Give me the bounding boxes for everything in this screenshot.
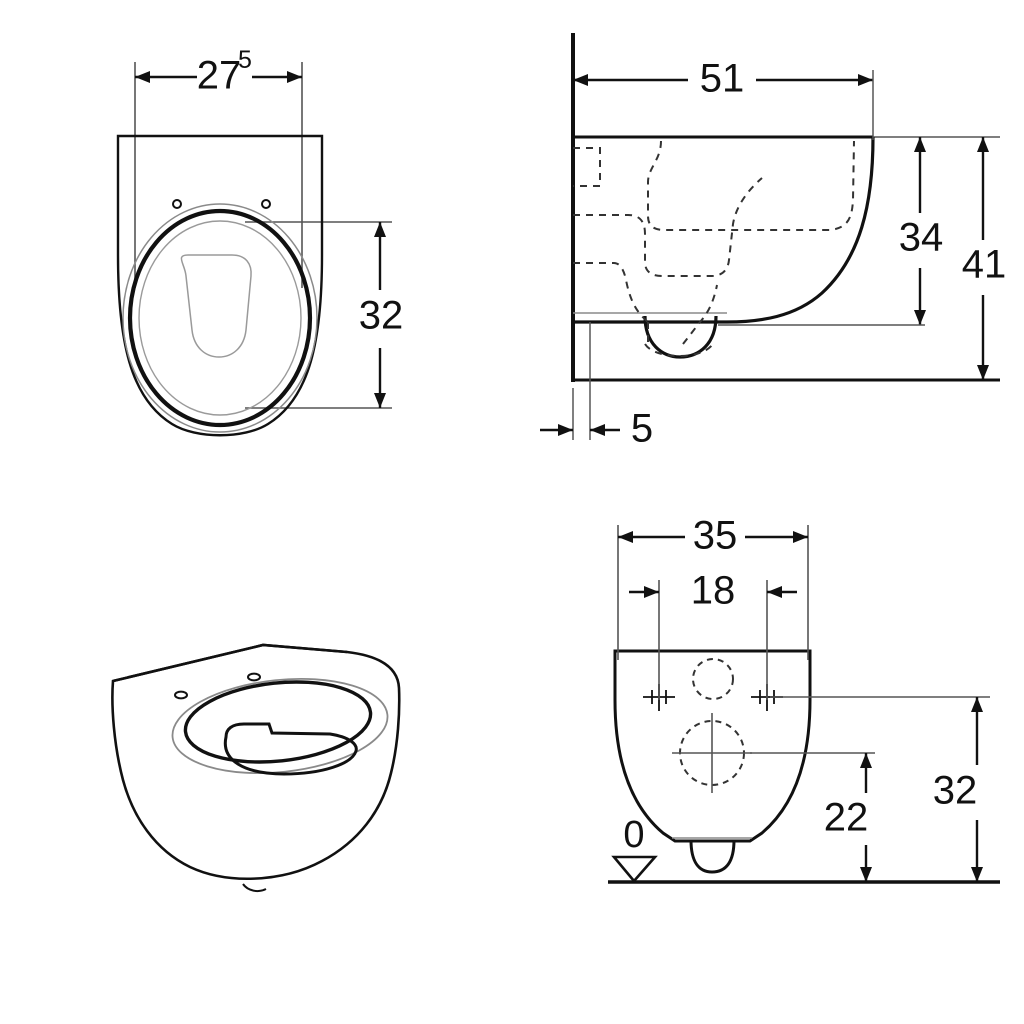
dim-rear-width-value: 35 — [693, 514, 738, 558]
perspective-body-shell — [111, 643, 401, 880]
dim-side-height-41-value: 41 — [962, 243, 1007, 287]
rear-view-outlet-crosshair — [672, 713, 752, 793]
side-view-trap-bottom — [643, 315, 718, 359]
top-view-water-surface — [180, 254, 252, 358]
datum-zero-label: 0 — [623, 814, 644, 856]
top-view-bowl-rim-outer — [122, 203, 318, 433]
top-view-fixing-hole-left — [172, 199, 182, 209]
dim-side-height-41: 41 — [962, 137, 1007, 380]
dim-top-width: 27 5 — [135, 46, 302, 98]
dim-rear-bolt-spacing: 18 — [629, 569, 797, 613]
rear-view-body-outline — [613, 649, 812, 843]
perspective-bowl-inner — [223, 722, 358, 776]
perspective-bowl-rim — [183, 680, 373, 764]
perspective-fixing-hole-left — [174, 690, 188, 700]
top-view-bowl-inner — [138, 220, 302, 416]
dim-top-depth-value: 32 — [359, 294, 404, 338]
perspective-fixing-hole-right — [247, 672, 261, 682]
side-view-pan-profile — [573, 136, 875, 324]
dim-rear-width: 35 — [618, 514, 808, 558]
dim-top-width-value: 27 — [197, 54, 242, 98]
dim-side-offset-value: 5 — [631, 407, 653, 451]
top-view-bowl-rim — [127, 208, 313, 428]
dim-side-offset: 5 — [540, 322, 653, 451]
dim-rear-fixing-height: 32 — [933, 697, 983, 882]
rear-view-extension-lines — [617, 525, 990, 754]
top-view: 27 5 32 — [116, 46, 404, 437]
rear-view-datum-marker: 0 — [611, 814, 658, 884]
dim-rear-outlet-height: 22 — [824, 753, 872, 882]
side-view-hidden-lines — [573, 140, 855, 358]
dim-side-projection: 51 — [573, 57, 874, 140]
side-view: 51 34 41 5 — [540, 33, 1006, 451]
dim-top-width-superscript: 5 — [238, 46, 252, 74]
perspective-bottom-stub — [242, 883, 267, 893]
dim-rear-bolt-spacing-value: 18 — [691, 569, 736, 613]
datum-triangle-icon — [611, 855, 658, 884]
top-view-fixing-hole-right — [261, 199, 271, 209]
dim-side-height-34-value: 34 — [899, 216, 944, 260]
dim-side-projection-value: 51 — [700, 57, 745, 101]
perspective-rim-outer — [171, 677, 389, 775]
rear-view-bottom-boss — [689, 839, 736, 874]
dim-rear-outlet-height-value: 22 — [824, 796, 869, 840]
rear-view: 35 18 22 32 0 — [608, 514, 1000, 884]
dim-top-depth: 32 — [359, 222, 404, 408]
perspective-view — [111, 643, 401, 893]
perspective-top-deck-edge — [112, 643, 348, 683]
rear-view-flush-inlet-circle — [692, 658, 734, 700]
dim-side-height-34: 34 — [718, 137, 944, 326]
dim-rear-fixing-height-value: 32 — [933, 769, 978, 813]
